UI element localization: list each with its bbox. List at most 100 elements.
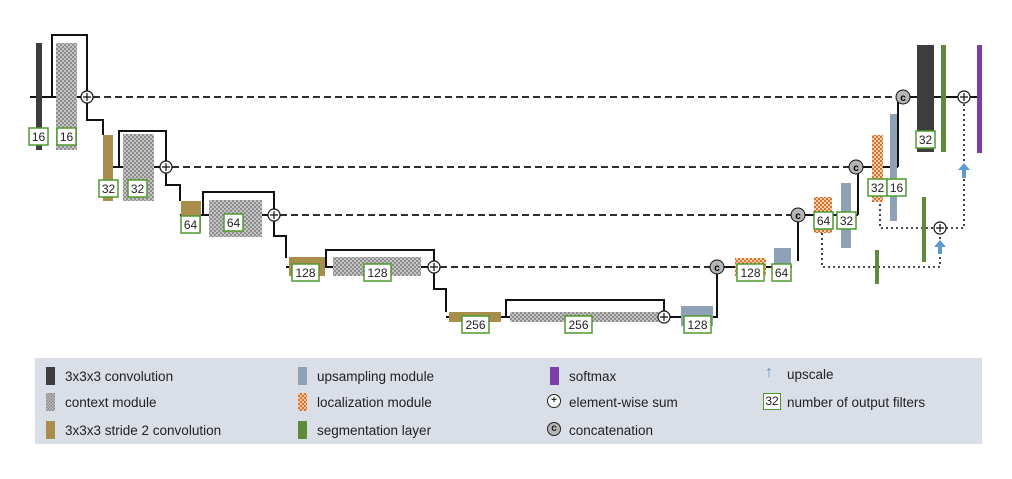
legend-item-output-filters: 32 number of output filters xyxy=(763,392,925,412)
legend-label: localization module xyxy=(317,394,432,410)
concat-node-l4: c xyxy=(709,259,725,275)
legend-label: upscale xyxy=(787,366,834,382)
sum-node-l3 xyxy=(267,208,281,222)
svg-text:16: 16 xyxy=(890,181,904,195)
svg-text:16: 16 xyxy=(60,130,74,144)
filter-box: 128 xyxy=(363,263,392,282)
sum-node-l5 xyxy=(657,310,671,324)
svg-text:64: 64 xyxy=(775,266,789,280)
final-conv-block xyxy=(917,45,934,152)
legend-item-upscale: ↑ upscale xyxy=(763,364,834,384)
svg-text:128: 128 xyxy=(740,266,760,280)
legend: 3x3x3 convolution context module 3x3x3 s… xyxy=(35,358,982,444)
svg-text:256: 256 xyxy=(568,318,588,332)
svg-text:32: 32 xyxy=(840,214,854,228)
legend-label: softmax xyxy=(569,368,617,384)
element-wise-sum-nodes xyxy=(80,90,971,324)
stride-conv-l2 xyxy=(103,135,113,201)
filter-box: 64 xyxy=(223,213,244,232)
filter-box: 256 xyxy=(564,315,593,334)
up-arrow-icon: ↑ xyxy=(765,364,773,381)
segmentation-layer-l2 xyxy=(922,197,926,262)
filter-box: 128 xyxy=(291,263,320,282)
concat-node-l2: c xyxy=(848,159,864,175)
svg-text:32: 32 xyxy=(102,182,116,196)
filter-box: 32 xyxy=(915,130,936,149)
context-module-l1 xyxy=(56,43,77,150)
softmax-layer xyxy=(977,45,982,153)
legend-item-element-wise-sum: + element-wise sum xyxy=(545,392,678,412)
filter-box: 128 xyxy=(683,315,712,334)
legend-label: concatenation xyxy=(569,422,654,438)
filter-box: 32 xyxy=(127,179,148,198)
deep-supervision-paths xyxy=(821,102,965,268)
legend-label: context module xyxy=(65,394,157,410)
legend-item-localization: localization module xyxy=(293,392,432,412)
conv-block-l1 xyxy=(36,43,42,150)
legend-label: 3x3x3 convolution xyxy=(65,368,174,384)
legend-item-segmentation: segmentation layer xyxy=(293,420,431,440)
svg-text:c: c xyxy=(714,263,720,274)
filter-box: 32 xyxy=(836,211,857,230)
filter-box: 64 xyxy=(771,263,792,282)
svg-text:c: c xyxy=(795,211,801,222)
sum-node-l1 xyxy=(80,90,94,104)
filter-box: 16 xyxy=(56,127,77,146)
sum-node-l4 xyxy=(427,260,441,274)
legend-item-concatenation: c concatenation xyxy=(545,420,653,440)
filter-box: 64 xyxy=(813,211,834,230)
segmentation-layer-l1 xyxy=(941,45,946,152)
green-bar-icon xyxy=(293,420,311,440)
svg-text:256: 256 xyxy=(465,318,485,332)
legend-item-stride-convolution: 3x3x3 stride 2 convolution xyxy=(41,420,221,440)
upscale-arrow-icon xyxy=(958,163,970,178)
purple-bar-icon xyxy=(545,366,563,386)
checker-bar-icon xyxy=(41,392,59,412)
legend-item-upsampling: upsampling module xyxy=(293,366,434,386)
sum-node-seg-a xyxy=(933,221,947,235)
concatenation-nodes: c c c c xyxy=(709,89,911,275)
solid-connections xyxy=(30,34,979,318)
svg-text:c: c xyxy=(900,93,906,104)
legend-item-softmax: softmax xyxy=(545,366,616,386)
segmentation-layer-l3 xyxy=(875,250,879,284)
concat-node-l3: c xyxy=(790,207,806,223)
svg-text:128: 128 xyxy=(367,266,387,280)
filter-box: 128 xyxy=(736,263,765,282)
upscale-arrow-icon xyxy=(934,240,946,254)
upscale-arrows xyxy=(934,163,970,254)
filter-box: 256 xyxy=(461,315,490,334)
legend-label: segmentation layer xyxy=(317,422,432,438)
filter-box: 16 xyxy=(28,127,49,146)
orange-checker-bar-icon xyxy=(293,392,311,412)
legend-label: upsampling module xyxy=(317,368,435,384)
upsampling-module-l2 xyxy=(890,114,897,221)
svg-text:32: 32 xyxy=(919,133,933,147)
svg-text:32: 32 xyxy=(871,181,885,195)
concat-node-l1: c xyxy=(895,89,911,105)
svg-text:128: 128 xyxy=(295,266,315,280)
legend-label: 3x3x3 stride 2 convolution xyxy=(65,422,222,438)
legend-item-convolution: 3x3x3 convolution xyxy=(41,366,173,386)
filter-box: 64 xyxy=(180,215,201,234)
dark-bar-icon xyxy=(41,366,59,386)
filter-count-box-icon: 32 xyxy=(763,392,781,412)
circled-c-icon: c xyxy=(545,420,563,440)
filter-box: 32 xyxy=(98,179,119,198)
legend-label: element-wise sum xyxy=(569,394,678,410)
filter-box: 16 xyxy=(886,178,907,197)
steel-blue-bar-icon xyxy=(293,366,311,386)
circled-plus-icon: + xyxy=(545,392,563,412)
legend-item-context-module: context module xyxy=(41,392,157,412)
svg-text:16: 16 xyxy=(32,130,46,144)
legend-label: number of output filters xyxy=(787,394,926,410)
localization-module-l2 xyxy=(872,135,883,202)
svg-text:32: 32 xyxy=(131,182,145,196)
filter-label-boxes: 16 16 32 32 64 64 128 128 256 256 128 12… xyxy=(28,127,936,334)
sum-node-l2 xyxy=(159,160,173,174)
svg-text:64: 64 xyxy=(227,216,241,230)
olive-bar-icon xyxy=(41,420,59,440)
skip-connections xyxy=(93,96,898,268)
filter-box: 32 xyxy=(867,178,888,197)
